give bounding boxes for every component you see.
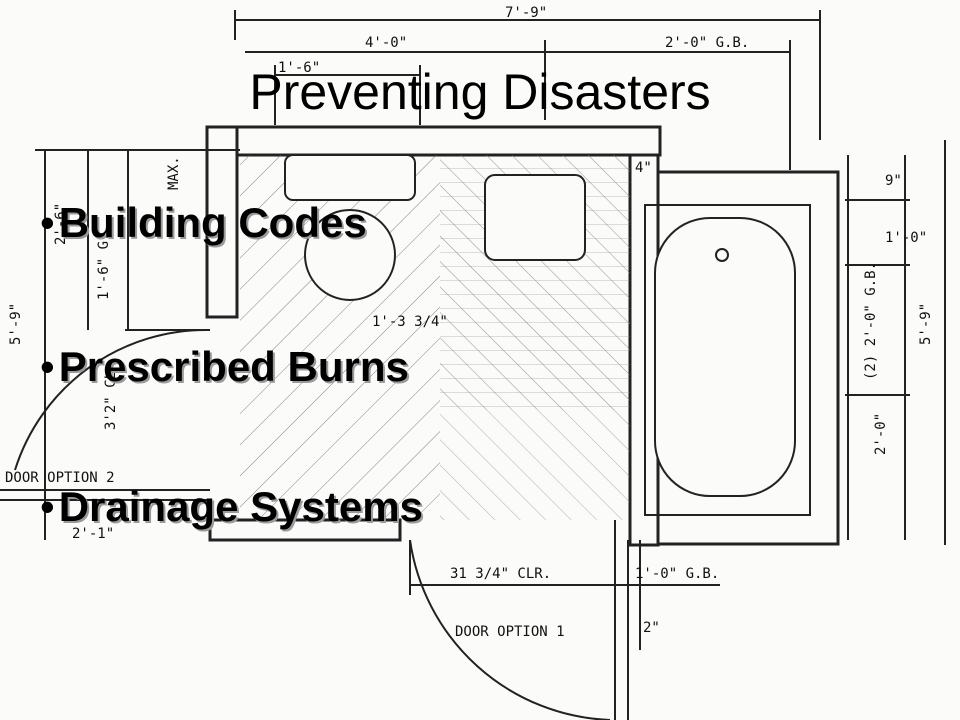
svg-text:1'-6" G.: 1'-6" G.: [96, 233, 112, 300]
bullet-dot-icon: •: [40, 483, 55, 530]
slide-title: Preventing Disasters: [249, 64, 711, 120]
bullet-text: Drainage Systems: [58, 483, 423, 530]
svg-text:4": 4": [635, 160, 652, 176]
bullet-text: Prescribed Burns: [58, 343, 409, 390]
svg-text:2'-1": 2'-1": [72, 526, 114, 542]
bullet-item-prescribed-burns: •Prescribed Burns: [40, 339, 409, 395]
bullet-item-building-codes: •Building Codes: [40, 195, 367, 251]
svg-text:31 3/4" CLR.: 31 3/4" CLR.: [450, 566, 551, 582]
svg-text:2": 2": [643, 620, 660, 636]
svg-text:1'-0" G.B.: 1'-0" G.B.: [635, 566, 719, 582]
svg-text:3'2" CL: 3'2" CL: [103, 371, 119, 430]
svg-text:DOOR OPTION 2: DOOR OPTION 2: [5, 470, 115, 486]
svg-text:5'-9": 5'-9": [8, 303, 24, 345]
svg-text:MAX.: MAX.: [166, 156, 182, 190]
bullet-text: Building Codes: [58, 199, 367, 246]
svg-text:DOOR OPTION 1: DOOR OPTION 1: [455, 624, 565, 640]
svg-text:1'-0": 1'-0": [885, 230, 927, 246]
bullet-dot-icon: •: [40, 199, 55, 246]
svg-text:(2) 2'-0" G.B.: (2) 2'-0" G.B.: [863, 262, 879, 380]
svg-text:7'-9": 7'-9": [505, 5, 547, 21]
svg-text:9": 9": [885, 173, 902, 189]
svg-text:1'-6": 1'-6": [278, 60, 320, 76]
bullet-item-drainage-systems: •Drainage Systems: [40, 479, 423, 535]
svg-text:2'-6": 2'-6": [53, 203, 69, 245]
bullet-dot-icon: •: [40, 343, 55, 390]
svg-text:1'-3 3/4": 1'-3 3/4": [372, 314, 448, 330]
svg-text:2'-0" G.B.: 2'-0" G.B.: [665, 35, 749, 51]
svg-text:5'-9": 5'-9": [918, 303, 934, 345]
svg-text:4'-0": 4'-0": [365, 35, 407, 51]
svg-text:2'-0": 2'-0": [873, 413, 889, 455]
